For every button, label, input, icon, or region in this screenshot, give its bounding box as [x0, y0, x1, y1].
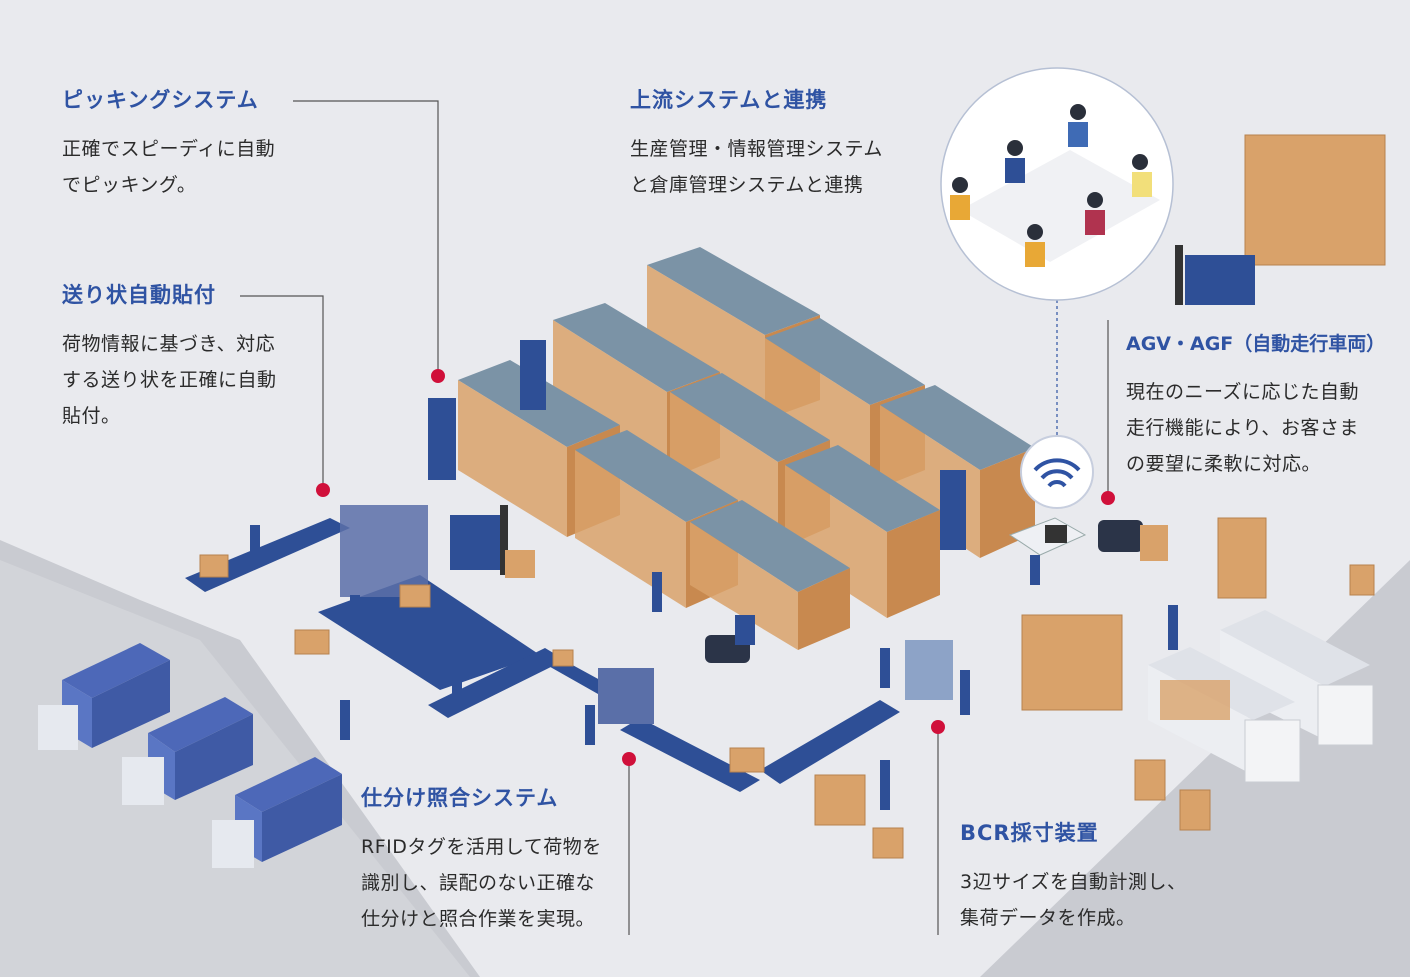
trucks-left [38, 643, 342, 868]
callout-description: 生産管理・情報管理システム と倉庫管理システムと連携 [630, 131, 883, 203]
box-icon [1217, 517, 1267, 599]
leader-line-picking [293, 100, 439, 376]
callout-line: 仕分けと照合作業を実現。 [361, 908, 596, 931]
worker-icon [350, 595, 360, 627]
callout-description: RFIDタグを活用して荷物を 識別し、誤配のない正確な 仕分けと照合作業を実現。 [361, 829, 602, 937]
truck-icon [122, 697, 253, 805]
callout-line: 正確でスピーディに自動 [62, 138, 276, 161]
worker-icon [880, 648, 890, 688]
box-icon [294, 629, 330, 655]
worker-icon [340, 700, 350, 740]
callout-line: 生産管理・情報管理システム [630, 138, 883, 161]
worker-icon [652, 572, 662, 612]
callout-line: 3辺サイズを自動計測し、 [960, 871, 1187, 894]
forklift-icon [1175, 245, 1255, 305]
rfid-gate-icon [598, 668, 654, 724]
marker-agv [1101, 491, 1115, 505]
callout-description: 正確でスピーディに自動 でピッキング。 [62, 131, 275, 203]
worker-icon [880, 760, 890, 810]
box-icon [1021, 614, 1123, 711]
callout-line: 現在のニーズに応じた自動 [1126, 380, 1360, 403]
leader-line-label [240, 295, 324, 490]
callout-description: 荷物情報に基づき、対応 する送り状を正確に自動 貼付。 [62, 326, 277, 434]
marker-picking [431, 369, 445, 383]
rack-icon [785, 445, 940, 618]
truck-icon [1220, 610, 1374, 746]
callout-line: の要望に柔軟に対応。 [1126, 452, 1322, 475]
trucks-right [1148, 610, 1374, 783]
box-icon [199, 554, 229, 578]
storage-racks [428, 247, 1035, 650]
callout-title: 上流システムと連携 [630, 88, 828, 112]
box-icon [1179, 789, 1211, 831]
callout-line: 荷物情報に基づき、対応 [62, 333, 276, 356]
bcr-scanner-icon [905, 640, 953, 700]
callout-bcr: BCR採寸装置 3辺サイズを自動計測し、 集荷データを作成。 [960, 821, 1187, 936]
leader-lines [240, 100, 1109, 935]
vehicles [450, 245, 1255, 663]
callout-sorting: 仕分け照合システム RFIDタグを活用して荷物を 識別し、誤配のない正確な 仕分… [361, 786, 602, 937]
boxes [199, 134, 1386, 859]
callout-line: と倉庫管理システムと連携 [630, 174, 864, 197]
callout-description: 現在のニーズに応じた自動 走行機能により、お客さま の要望に柔軟に対応。 [1126, 374, 1385, 482]
box-icon [729, 747, 765, 773]
callout-line: 貼付。 [62, 405, 121, 428]
truck-icon [212, 757, 342, 868]
picking-robot-icon [520, 340, 546, 410]
truck-icon [1148, 647, 1301, 783]
agv-icon [705, 615, 755, 663]
box-icon [399, 584, 431, 608]
box-icon [1134, 759, 1166, 801]
callout-line: 集荷データを作成。 [960, 907, 1136, 930]
callout-title: AGV・AGF（自動走行車両） [1126, 333, 1386, 355]
label-printer-icon [340, 505, 428, 597]
box-icon [1349, 564, 1375, 596]
callout-title: 仕分け照合システム [361, 786, 559, 810]
callout-line: 走行機能により、お客さま [1126, 416, 1359, 439]
worker-icon [960, 670, 970, 715]
worker-icon [250, 525, 260, 555]
worker-icon [452, 662, 462, 694]
box-icon [814, 774, 866, 826]
marker-sorting [622, 752, 636, 766]
markers [316, 369, 1115, 766]
office-icon [940, 67, 1174, 301]
callout-title: 送り状自動貼付 [62, 283, 216, 307]
workers [250, 525, 1178, 810]
rack-icon [690, 500, 850, 650]
box-icon [872, 827, 904, 859]
callout-agv: AGV・AGF（自動走行車両） 現在のニーズに応じた自動 走行機能により、お客さ… [1126, 333, 1385, 482]
callout-picking: ピッキングシステム 正確でスピーディに自動 でピッキング。 [62, 88, 275, 203]
wifi-icon [1020, 435, 1094, 509]
agv-icon [1098, 520, 1168, 561]
callout-label: 送り状自動貼付 荷物情報に基づき、対応 する送り状を正確に自動 貼付。 [62, 283, 277, 434]
picking-robot-icon [428, 398, 456, 480]
picking-robot-icon [940, 470, 966, 550]
callout-description: 3辺サイズを自動計測し、 集荷データを作成。 [960, 864, 1187, 936]
callout-line: でピッキング。 [62, 174, 197, 197]
worker-icon [585, 705, 595, 745]
callout-title: ピッキングシステム [62, 88, 259, 112]
forklift-icon [450, 505, 535, 578]
callout-line: RFIDタグを活用して荷物を [361, 836, 602, 859]
marker-label [316, 483, 330, 497]
callout-line: する送り状を正確に自動 [62, 369, 277, 392]
truck-icon [38, 643, 170, 750]
callout-upstream: 上流システムと連携 生産管理・情報管理システム と倉庫管理システムと連携 [630, 88, 883, 203]
callout-title: BCR採寸装置 [960, 821, 1099, 845]
worker-icon [1168, 605, 1178, 650]
callout-line: 識別し、誤配のない正確な [361, 872, 596, 895]
marker-bcr [931, 720, 945, 734]
box-icon [1244, 134, 1386, 266]
box-icon [552, 649, 574, 667]
control-desk-icon [1008, 517, 1087, 585]
